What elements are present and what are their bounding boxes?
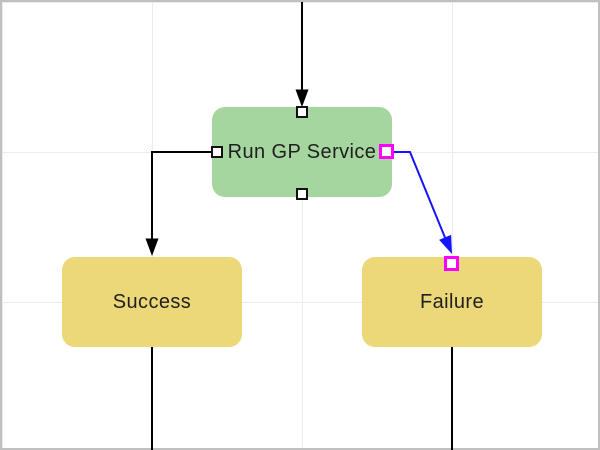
node-run-gp-service-label: Run GP Service [227, 140, 377, 163]
arrowhead-icon [439, 234, 452, 254]
node-run-gp-service[interactable]: Run GP Service [212, 107, 392, 197]
port-failure-top-selected[interactable] [444, 256, 459, 271]
connector-run-gp-to-success-line[interactable] [151, 151, 212, 240]
node-success-label: Success [112, 290, 192, 313]
connector-incoming-top[interactable] [295, 2, 309, 107]
node-failure[interactable]: Failure [362, 257, 542, 347]
connector-run-gp-to-failure-line[interactable] [394, 151, 447, 241]
arrowhead-icon [295, 89, 309, 107]
port-run-gp-right-selected[interactable] [379, 144, 394, 159]
connector-run-gp-to-failure[interactable] [394, 151, 452, 254]
port-run-gp-bottom[interactable] [296, 188, 308, 200]
arrowhead-icon [145, 238, 159, 256]
connector-run-gp-to-success[interactable] [145, 151, 213, 256]
port-run-gp-left[interactable] [211, 146, 223, 158]
node-failure-label: Failure [420, 290, 484, 313]
node-success[interactable]: Success [62, 257, 242, 347]
port-run-gp-top[interactable] [296, 106, 308, 118]
